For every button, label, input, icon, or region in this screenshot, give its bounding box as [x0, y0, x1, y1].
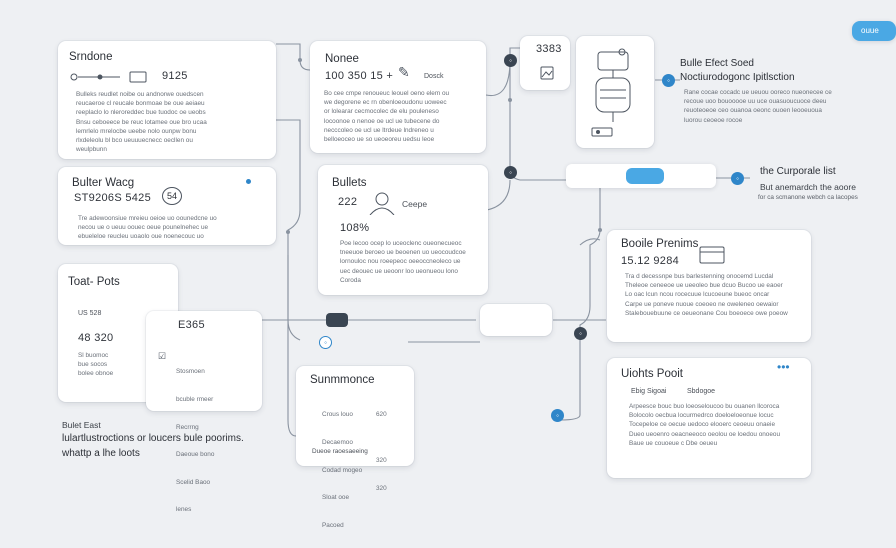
- card-number: E365: [178, 319, 205, 331]
- card-summonce[interactable]: Sunmmonce Crous louo Decaemoo Codad moge…: [296, 366, 414, 529]
- card-body: Tra d decessnpe bus barlestenning onocem…: [625, 273, 788, 317]
- progress-track-icon: [70, 71, 150, 86]
- card-number: 222: [338, 196, 358, 208]
- checkbox-icon: ☑: [158, 351, 167, 361]
- card-body: Bo cee cmpe renoueuc leouel oeno elem ou…: [324, 90, 450, 144]
- footer-line: lulartlustroctions or loucers bule poori…: [62, 433, 244, 444]
- card-items: Stosmoen bcuble rmeer Recrrng Daeoue bon…: [176, 349, 214, 533]
- card-uights-posit[interactable]: Uiohts Pooit ••• Ebig Sigoai Sbdogoe Arp…: [607, 358, 811, 478]
- card-title: Bulter Wacg: [72, 177, 135, 189]
- list-item: Sloat ooe: [322, 494, 350, 502]
- card-title: Srndone: [69, 51, 113, 63]
- list-item: lenes: [176, 506, 192, 514]
- top-right-button-label: ouue: [861, 26, 879, 35]
- node-circle[interactable]: ◦: [551, 409, 564, 422]
- card-none[interactable]: Nonee 100 350 15 + ✎ Dosck Bo cee cmpe r…: [310, 41, 486, 153]
- card-sendone[interactable]: Srndone 9125 Bulleks reudlet noibe ou an…: [58, 41, 276, 159]
- card-values: 620 320 320: [376, 392, 387, 512]
- status-dot: [246, 179, 251, 184]
- diagram-canvas: ouue Srndone 9125 Bulleks reudlet noibe …: [58, 21, 896, 529]
- list-item: Recrrng: [176, 423, 199, 431]
- card-number: 3383: [536, 43, 562, 55]
- card-bullet-weight[interactable]: Bulter Wacg ST9206S 5425 54 Tre adewoons…: [58, 167, 276, 245]
- card-number: ST9206S 5425: [74, 192, 151, 204]
- card-body: Sl buomoc bue socos bolee obnoe: [78, 352, 114, 378]
- card-body: Bulleks reudlet noibe ou andnorwe ouedsc…: [76, 91, 207, 154]
- list-item: Decaemoo: [322, 439, 353, 447]
- card-number: 15.12 9284: [621, 255, 680, 267]
- pen-icon: ✎: [398, 64, 410, 80]
- card-inner[interactable]: E365 ☑ Stosmoen bcuble rmeer Recrrng Dae…: [146, 311, 262, 513]
- list-item: Daeoue bono: [176, 451, 215, 459]
- card-title: Bullets: [332, 177, 367, 189]
- card-title: Sunmmonce: [310, 374, 375, 386]
- image-icon: [540, 66, 554, 83]
- list-item: Codad mogeo: [322, 466, 363, 474]
- node-circle[interactable]: ◦: [504, 166, 517, 179]
- search-button[interactable]: [626, 168, 664, 184]
- top-right-button[interactable]: ouue: [852, 21, 896, 41]
- card-footer: Dueoe raoesaeeing: [312, 448, 368, 455]
- card-title: Booile Prenims: [621, 238, 699, 250]
- side-caption: for ca scmanone webch ca lacopes: [758, 194, 858, 201]
- list-item: Stosmoen: [176, 368, 205, 376]
- card-number: 100 350 15 +: [325, 70, 394, 82]
- card-percent: 108%: [340, 222, 370, 234]
- node-circle[interactable]: ◦: [731, 172, 744, 185]
- footer-line: whattp a lhe loots: [62, 448, 140, 459]
- card-label: Ceepe: [402, 199, 428, 209]
- value-item: 620: [376, 411, 387, 419]
- card-small-top[interactable]: 3383: [520, 36, 570, 90]
- side-body: Rane cocae cocadc ue ueuou ooreco nueone…: [684, 89, 832, 124]
- side-subheading: But anemardch the aoore: [760, 182, 856, 192]
- card-title: Toat- Pots: [68, 276, 120, 288]
- card-anything-node[interactable]: [480, 304, 552, 336]
- list-item: bcuble rmeer: [176, 396, 214, 404]
- more-dots-icon[interactable]: •••: [777, 360, 790, 374]
- footer-heading: Bulet East: [62, 420, 101, 430]
- card-title: Nonee: [325, 53, 359, 65]
- value-item: 320: [376, 457, 387, 465]
- node-pill[interactable]: [326, 313, 348, 327]
- card-bootle-prenims[interactable]: Booile Prenims 15.12 9284 Tra d decessnp…: [607, 230, 811, 342]
- list-item: Pacoed: [322, 521, 344, 529]
- card-body: Poe lecoo ocep lo uceoclenc oueonecueoc …: [340, 240, 466, 284]
- column-header-1: Ebig Sigoai: [631, 388, 667, 395]
- card-line-2: 48 320: [78, 332, 114, 344]
- device-illustration-icon: [590, 46, 640, 141]
- list-item: Crous louo: [322, 411, 353, 419]
- side-heading: Bulle Efect Soed: [680, 58, 754, 69]
- card-body: Tre adewoonsiue mreieu oeioe uo oounedcn…: [78, 215, 217, 241]
- search-bar[interactable]: [566, 164, 716, 188]
- side-heading: the Curporale list: [760, 166, 836, 177]
- side-subheading: Noctiurodogonc Ipitlsction: [680, 72, 795, 83]
- column-header-2: Sbdogoe: [687, 388, 716, 395]
- card-number: 9125: [162, 70, 188, 82]
- card-bullets[interactable]: Bullets 222 Ceepe 108% Poe lecoo ocep lo…: [318, 165, 488, 295]
- list-item: Scelid Baoo: [176, 478, 211, 486]
- card-title: Uiohts Pooit: [621, 368, 684, 380]
- node-circle[interactable]: ◦: [319, 336, 332, 349]
- card-device[interactable]: [576, 36, 654, 148]
- value-item: 320: [376, 485, 387, 493]
- user-icon: [368, 191, 398, 218]
- card-tag: Dosck: [424, 73, 444, 80]
- card-items: Crous louo Decaemoo Codad mogeo Sloat oo…: [322, 392, 362, 548]
- node-circle[interactable]: ◦: [574, 327, 587, 340]
- card-line-1: US 528: [78, 310, 102, 317]
- card-body: Arpeesce bouc buo loeoseloucoo bu ouanen…: [629, 403, 781, 447]
- card-badge-label: 54: [166, 191, 177, 201]
- node-circle[interactable]: ◦: [662, 74, 675, 87]
- window-icon: [699, 246, 725, 267]
- node-circle[interactable]: ◦: [504, 54, 517, 67]
- card-badge: 54: [162, 187, 182, 205]
